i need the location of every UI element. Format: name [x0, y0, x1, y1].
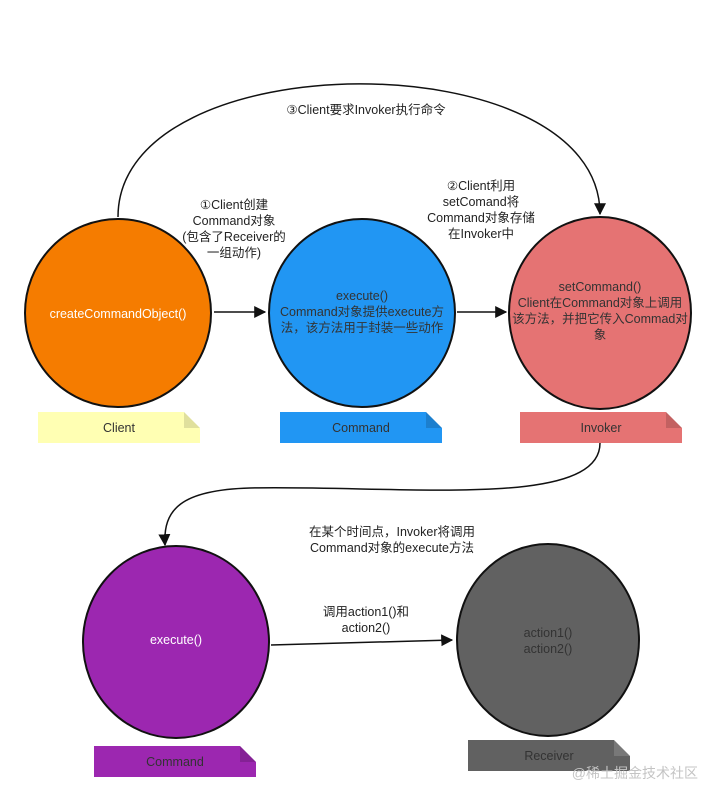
- edge-label-later-line: Command对象的execute方法: [310, 540, 474, 555]
- receiver-circle[interactable]: [456, 543, 640, 737]
- note-receiver-label: Receiver: [524, 749, 573, 763]
- command-circle-bottom[interactable]: [82, 545, 270, 739]
- note-command-top[interactable]: Command: [280, 412, 442, 443]
- edge-label-step1-line: (包含了Receiver的: [182, 229, 286, 244]
- note-invoker-body: [520, 412, 682, 443]
- command-circle-top-text-line: 法，该方法用于封装一些动作: [281, 320, 444, 335]
- command-circle-top-text: execute()Command对象提供execute方法，该方法用于封装一些动…: [280, 289, 444, 335]
- note-command-bottom[interactable]: Command: [94, 746, 256, 777]
- note-invoker[interactable]: Invoker: [520, 412, 682, 443]
- note-command-top-fold: [426, 412, 442, 428]
- invoker-circle-text-line: 该方法，并把它传入Commad对: [512, 311, 688, 326]
- notes: Client Command Invoker Command Receiver: [38, 412, 682, 777]
- edge-label-call-line: action2(): [342, 621, 391, 635]
- note-client[interactable]: Client: [38, 412, 200, 443]
- edge-invoker-to-command-execute: [158, 442, 601, 547]
- edge-label-step3-line: ③Client要求Invoker执行命令: [286, 102, 446, 117]
- edge-client-to-invoker: [117, 83, 606, 218]
- note-client-label: Client: [103, 421, 135, 435]
- note-receiver[interactable]: Receiver: [468, 740, 630, 771]
- note-client-fold: [184, 412, 200, 428]
- client-circle-text-line: createCommandObject(): [50, 307, 187, 321]
- command-circle-bottom-text: execute(): [150, 633, 202, 647]
- command-circle-bottom-text-line: execute(): [150, 633, 202, 647]
- note-command-bottom-body: [94, 746, 256, 777]
- note-receiver-body: [468, 740, 630, 771]
- command-circle-top-text-line: Command对象提供execute方: [280, 304, 444, 319]
- connectors: [117, 83, 606, 647]
- invoker-circle-text-line: Client在Command对象上调用: [518, 296, 683, 310]
- command-circle-top-text-line: execute(): [336, 289, 388, 303]
- note-receiver-fold: [614, 740, 630, 756]
- note-command-top-label: Command: [332, 421, 390, 435]
- invoker-circle[interactable]: [508, 216, 692, 410]
- note-command-bottom-label: Command: [146, 755, 204, 769]
- nodes: [24, 216, 692, 739]
- watermark: @稀土掘金技术社区: [572, 765, 698, 781]
- edge-label-step2-line: 在Invoker中: [448, 226, 514, 241]
- edge-label-call-line: 调用action1()和: [323, 605, 409, 619]
- note-command-top-body: [280, 412, 442, 443]
- edge-label-step1: ①Client创建 Command对象(包含了Receiver的一组动作): [182, 198, 286, 260]
- receiver-circle-text: action1() action2(): [524, 626, 573, 656]
- edge-label-step2-line: Command对象存储: [427, 210, 535, 225]
- edge-label-later-line: 在某个时间点，Invoker将调用: [309, 525, 475, 539]
- edge-command-to-receiver: [270, 634, 454, 647]
- note-command-bottom-fold: [240, 746, 256, 762]
- edge-label-step2-line: setComand将: [443, 195, 519, 209]
- edge-label-step1-line: Command对象: [193, 214, 276, 228]
- receiver-circle-text-line: action1(): [524, 626, 573, 640]
- edge-label-call: 调用action1()和 action2(): [323, 605, 409, 635]
- note-invoker-fold: [666, 412, 682, 428]
- note-client-body: [38, 412, 200, 443]
- invoker-circle-text-line: 象: [594, 328, 607, 342]
- edge-label-step3: ③Client要求Invoker执行命令: [286, 102, 446, 117]
- invoker-circle-text: setCommand() Client在Command对象上调用该方法，并把它传入…: [512, 280, 688, 342]
- command-circle-top[interactable]: [268, 218, 456, 408]
- receiver-circle-text-line: action2(): [524, 642, 573, 656]
- note-invoker-label: Invoker: [581, 421, 622, 435]
- edge-label-step1-line: 一组动作): [207, 246, 261, 260]
- edge-label-step1-line: ①Client创建: [200, 198, 269, 212]
- client-circle[interactable]: [24, 218, 212, 408]
- invoker-circle-text-line: setCommand(): [559, 280, 642, 294]
- edge-label-step2-line: ②Client利用: [447, 179, 515, 193]
- client-circle-text: createCommandObject(): [50, 307, 187, 321]
